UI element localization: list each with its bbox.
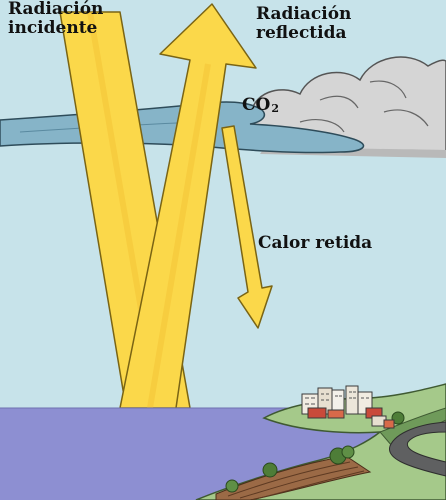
co2-label-subscript: 2 (271, 102, 279, 115)
incident-radiation-label: Radiación incidente (8, 0, 103, 37)
road (388, 421, 446, 477)
farm-field (215, 455, 372, 500)
trees (225, 411, 405, 493)
retained-heat-arrow (221, 125, 273, 329)
incident-radiation-label-line2: incidente (8, 17, 98, 38)
incident-radiation-label-line1: Radiación (8, 0, 104, 19)
co2-label: CO2 (242, 96, 279, 115)
reflected-radiation-label-line2: reflectida (256, 22, 347, 43)
reflected-radiation-label: Radiación reflectida (256, 5, 351, 42)
town (301, 385, 395, 429)
reflected-radiation-beam (119, 3, 257, 409)
co2-label-main: CO (242, 95, 271, 115)
retained-heat-label: Calor retida (258, 233, 373, 253)
reflected-radiation-label-line1: Radiación (256, 4, 352, 24)
